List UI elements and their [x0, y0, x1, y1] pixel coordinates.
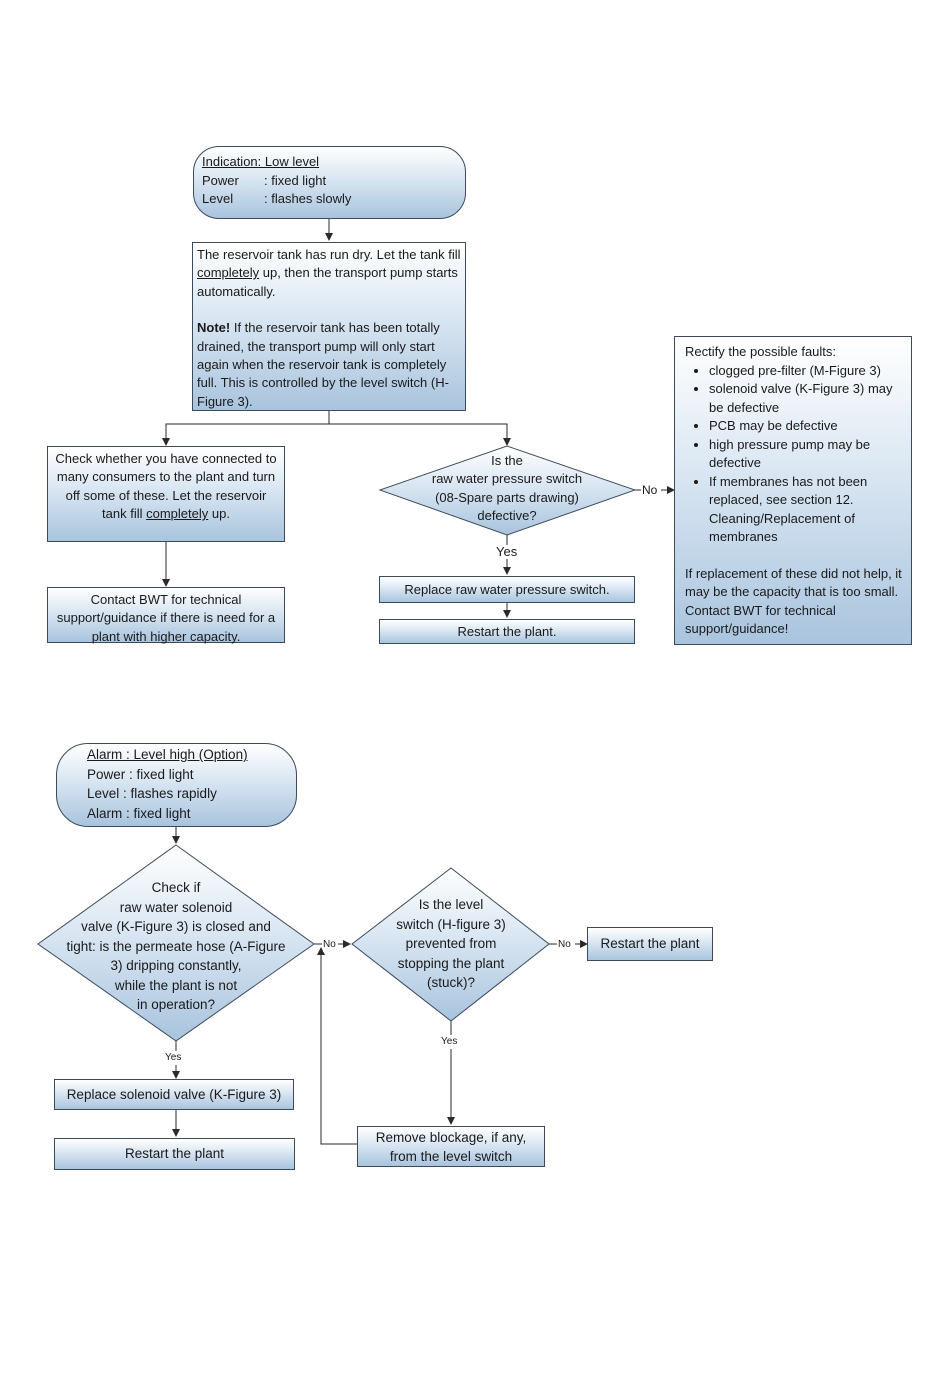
fault-item: high pressure pump may be defective [709, 436, 903, 473]
contact-bwt-box: Contact BWT for technical support/guidan… [47, 587, 285, 644]
rectify-faults-box: Rectify the possible faults: clogged pre… [674, 336, 912, 645]
faults-intro: Rectify the possible faults: [685, 344, 837, 359]
indication-title: Indication: Low level [202, 154, 320, 169]
alarm-row-level: Level : flashes rapidly [87, 786, 217, 801]
fault-item: clogged pre-filter (M-Figure 3) [709, 362, 903, 381]
faults-list: clogged pre-filter (M-Figure 3) solenoid… [685, 362, 903, 547]
replace-solenoid-valve-box: Replace solenoid valve (K-Figure 3) [54, 1079, 294, 1110]
fault-item: PCB may be defective [709, 417, 903, 436]
decision-solenoid-no-label: No [323, 938, 336, 952]
decision-pressure-switch-text: Is the raw water pressure switch (08-Spa… [431, 453, 583, 524]
fault-item: solenoid valve (K-Figure 3) may be defec… [709, 380, 903, 417]
alarm-row-alarm: Alarm : fixed light [87, 805, 191, 821]
reservoir-dry-box: The reservoir tank has run dry. Let the … [192, 242, 466, 411]
decision-pressure-switch-yes-label: Yes [496, 544, 518, 559]
decision-diamond-pressure-switch [378, 445, 637, 536]
indication-row-level: Level: flashes slowly [202, 191, 352, 206]
reservoir-note: Note! If the reservoir tank has been tot… [197, 320, 449, 409]
decision-solenoid-text: Check if raw water solenoid valve (K-Fig… [66, 880, 286, 1012]
replace-pressure-switch-box: Replace raw water pressure switch. [379, 576, 635, 603]
alarm-row-power: Power : fixed light [87, 766, 194, 782]
consumers-box: Check whether you have connected to many… [47, 446, 285, 542]
decision-pressure-switch-no-label: No [642, 483, 658, 497]
decision-solenoid-yes-label: Yes [165, 1051, 182, 1065]
connector-loop-back [317, 947, 357, 1145]
reservoir-paragraph: The reservoir tank has run dry. Let the … [197, 247, 461, 299]
decision-diamond-level-switch [351, 867, 550, 1022]
fault-item: If membranes has not been replaced, see … [709, 473, 903, 547]
indication-row-power: Power: fixed light [202, 172, 327, 188]
connector-reservoir-to-decision [329, 423, 511, 446]
restart-plant-box-bottom: Restart the plant [54, 1138, 295, 1170]
restart-plant-box-top: Restart the plant. [379, 619, 635, 644]
alarm-title: Alarm : Level high (Option) [87, 747, 248, 762]
decision-level-switch-no-label: No [558, 938, 571, 952]
decision-level-switch-yes-label: Yes [441, 1035, 458, 1049]
decision-level-switch-text: Is the level switch (H-figure 3) prevent… [396, 897, 506, 990]
remove-blockage-box: Remove blockage, if any, from the level … [357, 1126, 545, 1167]
indication-low-level-box: Indication: Low level Power: fixed light… [193, 146, 466, 219]
connector-reservoir-to-consumers [162, 411, 330, 446]
alarm-level-high-box: Alarm : Level high (Option) Power : fixe… [56, 743, 297, 827]
restart-plant-box-right: Restart the plant [587, 927, 713, 961]
decision-diamond-solenoid [37, 844, 315, 1042]
faults-outro: If replacement of these did not help, it… [685, 565, 902, 637]
